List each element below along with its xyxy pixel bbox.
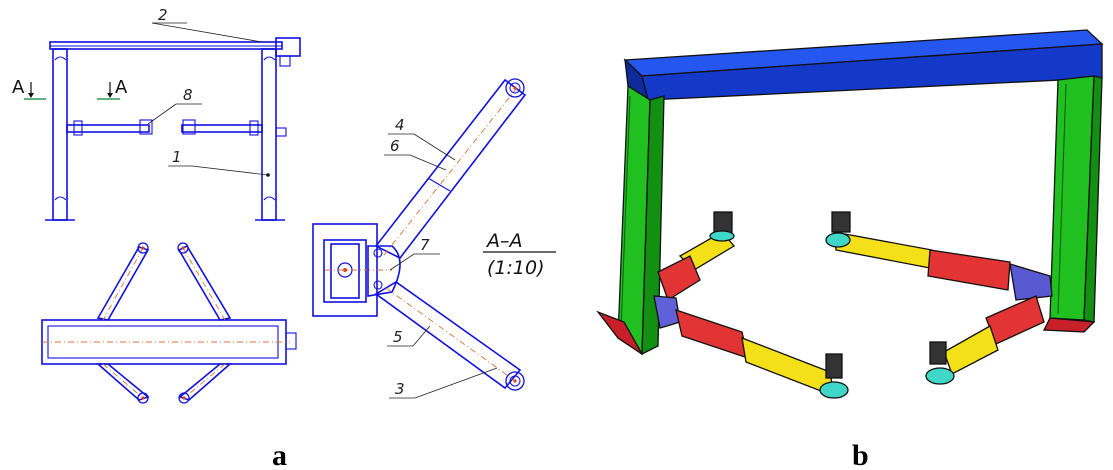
svg-text:6: 6 xyxy=(390,137,400,155)
callout-6: 6 xyxy=(384,137,447,171)
right-pivot xyxy=(1009,263,1053,301)
svg-text:4: 4 xyxy=(395,116,405,134)
right-back-pad xyxy=(825,211,851,248)
right-front-arm-inner xyxy=(985,295,1045,345)
callout-8: 8 xyxy=(147,86,202,125)
callout-7: 7 xyxy=(389,236,440,271)
svg-text:7: 7 xyxy=(420,236,430,254)
svg-text:5: 5 xyxy=(393,328,403,346)
left-front-pad xyxy=(819,353,849,399)
svg-text:1: 1 xyxy=(172,148,182,166)
section-title: A–A (1:10) xyxy=(483,230,556,279)
callout-3: 3 xyxy=(389,367,498,399)
svg-text:2: 2 xyxy=(158,6,168,24)
plan-view xyxy=(41,242,297,404)
section-a-a-view xyxy=(312,78,527,391)
section-marker-left: A xyxy=(12,77,46,100)
svg-text:8: 8 xyxy=(183,86,193,104)
front-view xyxy=(45,37,301,221)
svg-text:A: A xyxy=(115,77,128,98)
panel-label-b: b xyxy=(852,439,869,470)
callout-1: 1 xyxy=(168,148,269,176)
left-column-side xyxy=(641,95,665,356)
left-column-base xyxy=(596,310,643,355)
right-back-arm-inner xyxy=(927,249,1011,291)
right-front-pad xyxy=(925,341,955,385)
svg-text:(1:10): (1:10) xyxy=(487,257,545,279)
svg-text:3: 3 xyxy=(395,380,405,398)
right-column-base xyxy=(1042,317,1096,333)
section-marker-right: A xyxy=(97,77,128,100)
panel-label-a: a xyxy=(272,439,287,470)
panel-b-3d-model xyxy=(596,29,1104,399)
right-front-arm-outer xyxy=(943,325,999,375)
svg-text:A: A xyxy=(12,77,25,98)
callout-2: 2 xyxy=(151,6,263,43)
left-back-pad xyxy=(709,211,735,242)
left-front-arm-inner xyxy=(675,309,749,359)
panel-a-drawing: A A 2 8 1 xyxy=(12,6,556,404)
svg-text:A–A: A–A xyxy=(485,230,523,252)
left-back-arm-inner xyxy=(657,255,701,301)
callout-4: 4 xyxy=(388,116,456,161)
callout-5: 5 xyxy=(387,325,431,347)
